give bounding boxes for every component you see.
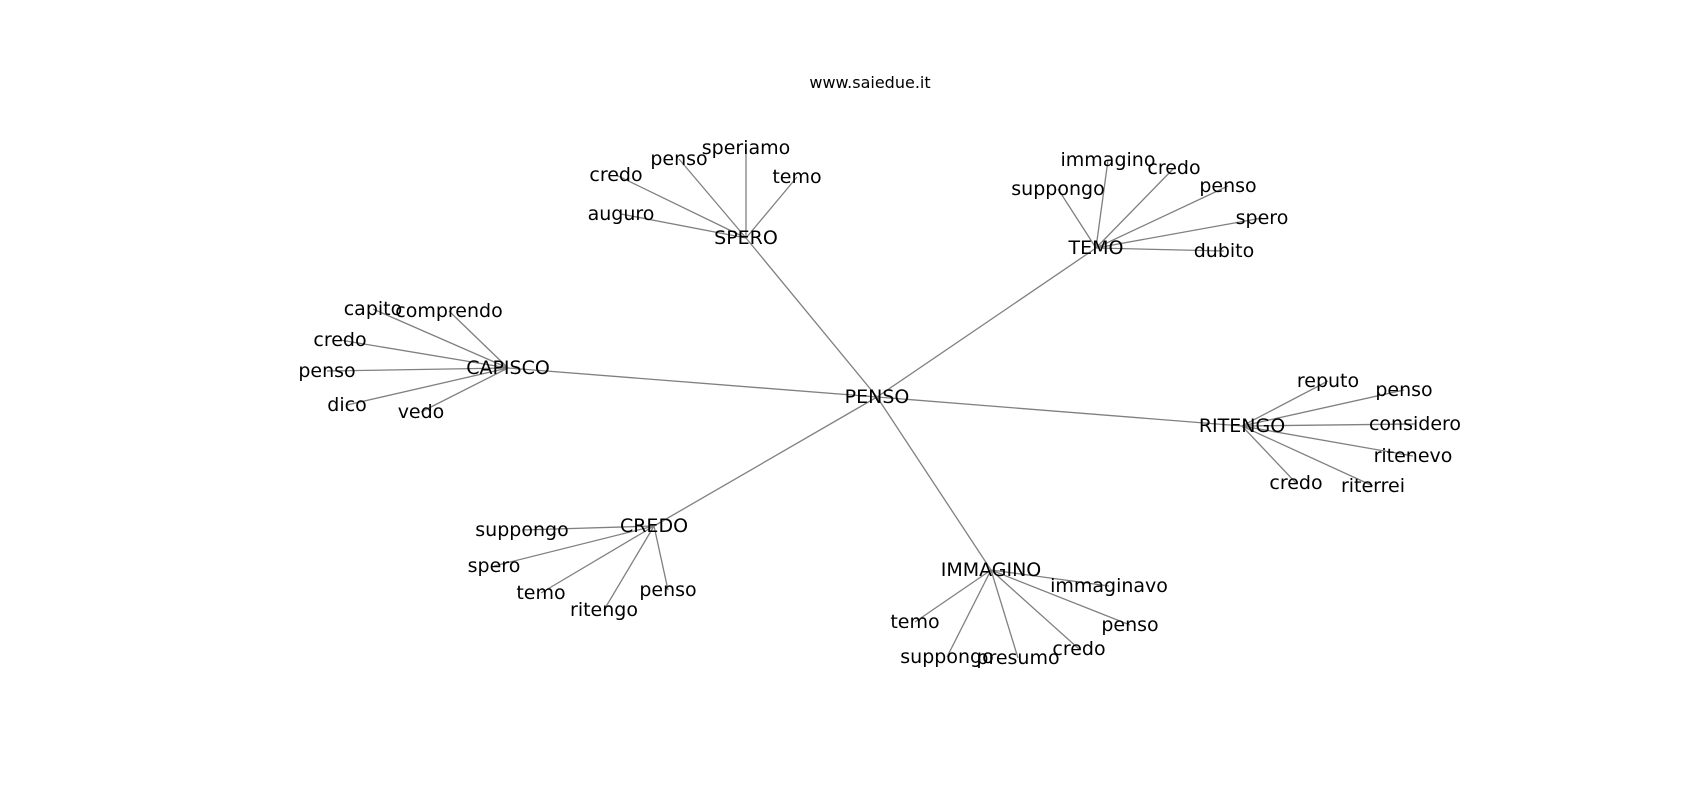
edge-credo-penso bbox=[653, 525, 669, 591]
edge-credo-spero bbox=[493, 525, 655, 567]
edge-immagino-temo bbox=[914, 569, 992, 623]
edge-credo-suppongo bbox=[521, 525, 655, 531]
leaf-node-ritengo-reputo: reputo bbox=[1297, 370, 1359, 392]
leaf-node-temo-spero: spero bbox=[1236, 207, 1289, 229]
hub-node-credo: CREDO bbox=[620, 515, 688, 537]
hub-node-capisco: CAPISCO bbox=[466, 357, 550, 379]
edge-temo-dubito bbox=[1095, 247, 1225, 252]
edge-temo-immagino bbox=[1095, 159, 1109, 249]
edge-capisco-capito bbox=[372, 308, 509, 369]
edge-spero-penso bbox=[678, 158, 747, 239]
leaf-node-capisco-credo: credo bbox=[313, 329, 366, 351]
leaf-node-ritengo-considero: considero bbox=[1369, 413, 1461, 435]
edge-root-capisco bbox=[507, 367, 878, 398]
edge-immagino-credo bbox=[990, 569, 1080, 650]
edge-immagino-immaginavo bbox=[990, 569, 1110, 587]
leaf-node-spero-auguro: auguro bbox=[588, 203, 655, 225]
edge-ritengo-ritenevo bbox=[1241, 425, 1414, 457]
leaf-node-spero-speriamo: speriamo bbox=[702, 137, 791, 159]
leaf-node-temo-immagino: immagino bbox=[1061, 149, 1156, 171]
leaf-node-immagino-suppongo: suppongo bbox=[900, 646, 993, 668]
edge-root-credo bbox=[653, 396, 878, 527]
edge-root-ritengo bbox=[876, 396, 1243, 427]
edge-temo-penso bbox=[1095, 185, 1229, 249]
leaf-node-immagino-credo: credo bbox=[1052, 638, 1105, 660]
leaf-node-immagino-presumo: presumo bbox=[976, 647, 1059, 669]
edge-credo-ritengo bbox=[603, 525, 655, 611]
leaf-node-credo-spero: spero bbox=[468, 555, 521, 577]
leaf-node-credo-suppongo: suppongo bbox=[475, 519, 568, 541]
edge-immagino-presumo bbox=[990, 569, 1019, 659]
leaf-node-capisco-vedo: vedo bbox=[398, 401, 445, 423]
edge-root-spero bbox=[745, 237, 878, 398]
leaf-node-immagino-penso: penso bbox=[1101, 614, 1158, 636]
edge-capisco-vedo bbox=[420, 367, 509, 413]
leaf-node-capisco-penso: penso bbox=[298, 360, 355, 382]
edge-ritengo-credo bbox=[1241, 425, 1297, 484]
edge-ritengo-reputo bbox=[1241, 380, 1329, 427]
root-node-label: PENSO bbox=[845, 386, 910, 408]
leaf-node-temo-suppongo: suppongo bbox=[1011, 178, 1104, 200]
hub-node-temo: TEMO bbox=[1068, 237, 1124, 259]
leaf-node-ritengo-riterrei: riterrei bbox=[1341, 475, 1405, 497]
leaf-node-ritengo-credo: credo bbox=[1269, 472, 1322, 494]
leaf-node-ritengo-ritenevo: ritenevo bbox=[1374, 445, 1453, 467]
edge-root-temo bbox=[876, 247, 1097, 398]
edge-immagino-suppongo bbox=[946, 569, 992, 658]
edge-temo-suppongo bbox=[1057, 188, 1097, 249]
leaf-node-immagino-immaginavo: immaginavo bbox=[1050, 575, 1168, 597]
hub-node-ritengo: RITENGO bbox=[1199, 415, 1285, 437]
edge-credo-temo bbox=[540, 525, 655, 594]
hub-node-spero: SPERO bbox=[714, 227, 778, 249]
edge-spero-credo bbox=[615, 174, 747, 239]
leaf-node-spero-temo: temo bbox=[772, 166, 821, 188]
leaf-node-credo-temo: temo bbox=[516, 582, 565, 604]
leaf-node-capisco-comprendo: comprendo bbox=[395, 300, 502, 322]
leaf-node-capisco-dico: dico bbox=[327, 394, 366, 416]
leaf-node-spero-credo: credo bbox=[589, 164, 642, 186]
leaf-node-immagino-temo: temo bbox=[890, 611, 939, 633]
edge-temo-spero bbox=[1095, 217, 1263, 249]
edge-root-immagino bbox=[876, 396, 992, 571]
edge-spero-auguro bbox=[620, 213, 747, 239]
edge-capisco-credo bbox=[339, 339, 509, 369]
edge-ritengo-penso bbox=[1241, 389, 1405, 427]
leaf-node-temo-penso: penso bbox=[1199, 175, 1256, 197]
leaf-node-temo-credo: credo bbox=[1147, 157, 1200, 179]
leaf-node-credo-ritengo: ritengo bbox=[570, 599, 638, 621]
edge-capisco-dico bbox=[346, 367, 509, 406]
edge-spero-temo bbox=[745, 176, 798, 239]
hub-node-immagino: IMMAGINO bbox=[941, 559, 1042, 581]
leaf-node-capisco-capito: capito bbox=[344, 298, 403, 320]
leaf-node-credo-penso: penso bbox=[639, 579, 696, 601]
leaf-node-temo-dubito: dubito bbox=[1194, 240, 1255, 262]
edge-ritengo-considero bbox=[1241, 423, 1416, 427]
edge-ritengo-riterrei bbox=[1241, 425, 1374, 487]
edge-capisco-comprendo bbox=[448, 310, 509, 369]
leaf-node-spero-penso: penso bbox=[650, 148, 707, 170]
labels-layer: PENSOSPEROaugurocredopensosperiamotemoTE… bbox=[298, 137, 1461, 669]
edge-temo-credo bbox=[1095, 167, 1175, 249]
edges-layer bbox=[326, 148, 1416, 659]
edge-immagino-penso bbox=[990, 569, 1131, 626]
edge-capisco-penso bbox=[326, 367, 509, 372]
site-title: www.saiedue.it bbox=[809, 73, 930, 92]
leaf-node-ritengo-penso: penso bbox=[1375, 379, 1432, 401]
